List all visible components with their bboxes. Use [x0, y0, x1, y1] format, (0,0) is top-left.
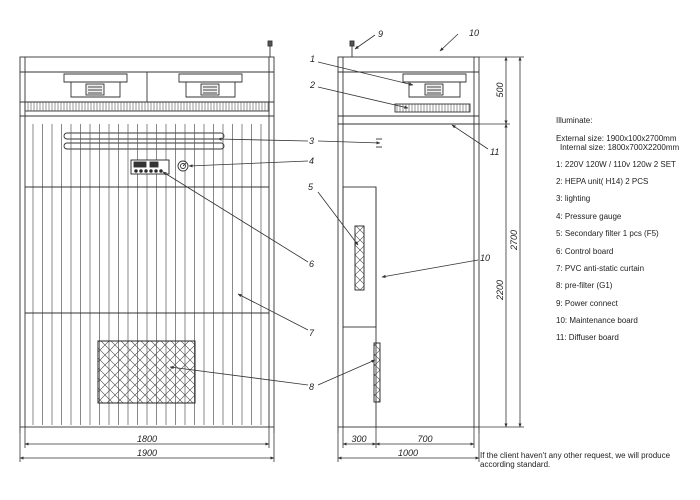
power-connect-side-icon	[349, 40, 355, 57]
lighting-tubes-icon	[63, 132, 225, 150]
internal-size-text: Internal size: 1800x700X2200mm	[560, 143, 680, 153]
leader-4	[188, 160, 309, 168]
side-depth-700-label: 700	[417, 434, 432, 444]
external-size-text: External size: 1900x100x2700mm	[556, 134, 677, 144]
front-inner-width-label: 1800	[137, 434, 157, 444]
control-board-icon	[130, 159, 170, 175]
fan-unit-side-icon	[402, 73, 467, 98]
callout-9: 9	[378, 29, 383, 39]
side-depth-300-label: 300	[351, 434, 366, 444]
side-view	[337, 40, 480, 433]
legend-item: 3: lighting	[556, 194, 591, 204]
pre-filter-grille-icon	[97, 340, 196, 404]
legend-item: 5: Secondary filter 1 pcs (F5)	[556, 229, 659, 239]
callout-5: 5	[308, 182, 314, 192]
side-total-depth-label: 1000	[398, 448, 418, 458]
leader-3b	[317, 140, 381, 145]
legend-item: 10: Maintenance board	[556, 316, 638, 326]
leader-8b	[317, 359, 376, 386]
leader-9	[354, 34, 376, 50]
legend-list: 1: 220V 120W / 110v 120w 2 SET 2: HEPA u…	[556, 160, 696, 351]
legend-item: 11: Diffuser board	[556, 333, 619, 343]
leader-6	[162, 171, 309, 263]
legend-item: 1: 220V 120W / 110v 120w 2 SET	[556, 159, 676, 169]
side-outer-frame	[337, 56, 480, 428]
legend-item: 2: HEPA unit( H14) 2 PCS	[556, 176, 649, 186]
callout-10-top: 10	[469, 28, 479, 38]
hepa-strip-side	[394, 103, 471, 113]
callout-numbers: 1 2 3 4 5 6 7 8 9 10 11 10	[308, 28, 499, 392]
front-view	[19, 40, 275, 433]
callout-6: 6	[309, 259, 314, 269]
pre-filter-side-icon	[373, 342, 381, 403]
front-outer-width-label: 1900	[137, 448, 157, 458]
callout-1: 1	[310, 54, 315, 64]
callout-10-mid: 10	[480, 253, 490, 263]
legend-panel: Illuminate: External size: 1900x100x2700…	[556, 116, 696, 351]
callout-4: 4	[309, 156, 314, 166]
legend-item: 7: PVC anti-static curtain	[556, 263, 645, 273]
leader-2	[317, 86, 409, 109]
legend-item: 6: Control board	[556, 246, 614, 256]
legend-title: Illuminate:	[556, 116, 593, 125]
leader-10-mid	[381, 259, 479, 278]
top-height-label: 500	[495, 82, 505, 97]
callout-3: 3	[309, 136, 314, 146]
leader-10-top	[439, 33, 459, 52]
side-dimensions	[337, 56, 524, 462]
callout-8: 8	[309, 382, 314, 392]
inner-height-label: 2200	[495, 280, 505, 301]
front-outer-frame	[19, 56, 275, 428]
hepa-strip-front	[24, 101, 270, 112]
front-dimensions	[19, 427, 275, 462]
power-connect-front-icon	[267, 40, 273, 57]
legend-item: 8: pre-filter (G1)	[556, 281, 613, 291]
total-height-label: 2700	[509, 230, 519, 251]
leader-1	[317, 61, 414, 86]
callout-2: 2	[309, 80, 315, 90]
legend-item: 4: Pressure gauge	[556, 211, 622, 221]
fan-unit-right-icon	[178, 73, 243, 98]
leader-11	[451, 124, 489, 150]
fan-unit-left-icon	[63, 73, 128, 98]
legend-item: 9: Power connect	[556, 298, 618, 308]
leader-7	[237, 293, 309, 331]
leader-8	[169, 365, 309, 386]
pressure-gauge-icon	[177, 160, 189, 172]
callout-7: 7	[309, 328, 315, 338]
secondary-filter-icon	[354, 225, 365, 291]
leader-5	[317, 191, 359, 246]
footnote-text: If the client haven't any other request,…	[480, 451, 671, 469]
leader-3a	[217, 137, 309, 142]
callout-11: 11	[490, 147, 499, 157]
callout-leaders	[162, 33, 489, 386]
